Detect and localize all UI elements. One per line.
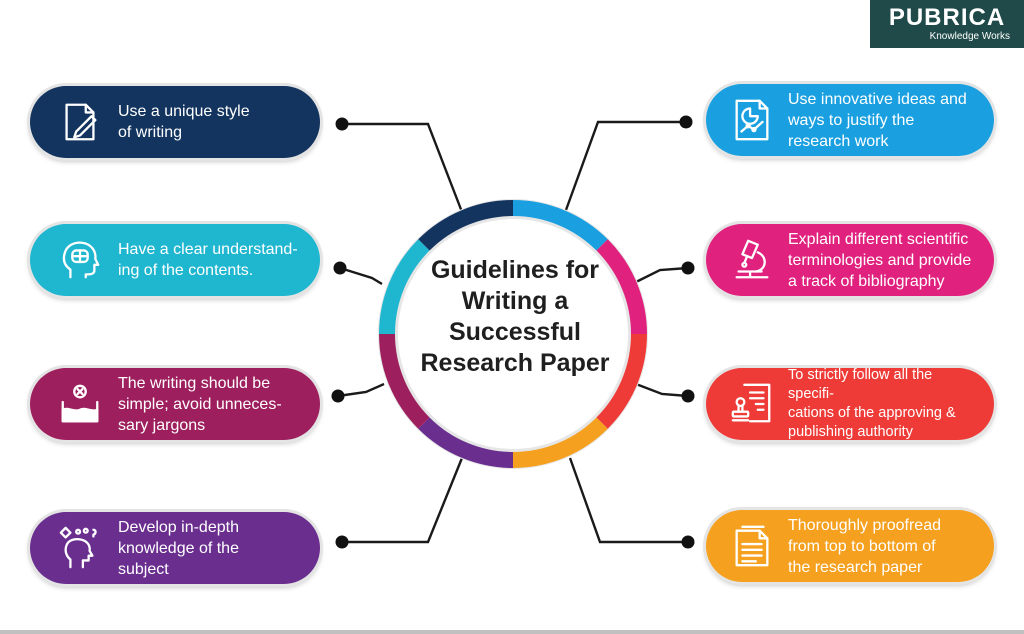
center-ring	[379, 200, 647, 468]
guideline-text-line: terminologies and provide	[788, 251, 972, 269]
connector-dot-6	[681, 261, 695, 275]
guideline-text-line: Thoroughly proofread	[788, 516, 941, 534]
guideline-in-depth-knowledge: Develop in-depth knowledge of the subjec…	[30, 512, 320, 584]
guideline-text-line: The writing should be	[118, 374, 271, 392]
connector-dot-2	[333, 261, 347, 275]
guideline-text-line: the research paper	[788, 558, 923, 576]
brain-head-icon	[52, 232, 108, 288]
knowledge-head-icon	[52, 520, 108, 576]
guideline-text-line: simple; avoid unneces-	[118, 395, 282, 413]
connector-1	[342, 122, 464, 213]
connector-3	[337, 382, 385, 398]
guideline-unique-style: Use a unique style of writing	[30, 86, 320, 158]
guideline-text-line: Have a clear understand-	[118, 241, 298, 258]
logo-tagline: Knowledge Works	[929, 31, 1010, 42]
guideline-clear-understanding: Have a clear understand- ing of the cont…	[30, 224, 320, 296]
connector-dot-4	[335, 535, 349, 549]
connector-dot-1	[335, 117, 349, 131]
guideline-text-line: a track of bibliography	[788, 272, 945, 290]
ring-segment	[379, 333, 430, 429]
connector-7	[635, 382, 689, 398]
writing-pen-icon	[52, 94, 108, 150]
center-title-line: Writing a	[461, 287, 569, 315]
idea-chart-icon	[724, 92, 780, 148]
ring-segment	[596, 333, 647, 429]
stamp-document-icon	[724, 376, 780, 432]
ring-segment	[596, 239, 647, 335]
ring-segment	[379, 239, 430, 335]
guideline-text-line: To strictly follow all the specifi-	[788, 367, 933, 402]
center-title-line: Research Paper	[420, 349, 610, 377]
guideline-proofread: Thoroughly proofread from top to bottom …	[706, 510, 994, 582]
connector-8	[568, 457, 688, 544]
guideline-innovative-ideas: Use innovative ideas and ways to justify…	[706, 84, 994, 156]
guideline-text-line: research work	[788, 132, 889, 150]
center-title-line: Guidelines for	[430, 256, 600, 284]
guideline-text-line: ing of the contents.	[118, 262, 254, 279]
connector-2	[339, 266, 383, 286]
guideline-follow-specifications: To strictly follow all the specifi- cati…	[706, 367, 994, 440]
beaker-cancel-icon	[52, 376, 108, 432]
guideline-text-line: ways to justify the	[788, 111, 915, 129]
connector-dot-5	[679, 115, 693, 129]
connector-4	[342, 457, 464, 544]
ring-segment	[512, 200, 608, 251]
guideline-scientific-terminologies: Explain different scientific terminologi…	[706, 224, 994, 296]
guideline-text-line: Develop in-depth	[118, 518, 239, 536]
guideline-text-line: Use a unique style	[118, 103, 250, 120]
connector-5	[564, 120, 686, 211]
connector-dot-8	[681, 535, 695, 549]
logo-wordmark: PUBRICA	[888, 4, 1006, 31]
guideline-text-line: Use innovative ideas and	[788, 90, 967, 108]
pubrica-logo: PUBRICA Knowledge Works	[870, 0, 1024, 48]
microscope-icon	[724, 232, 780, 288]
guideline-simple-writing: The writing should be simple; avoid unne…	[30, 368, 320, 440]
ring-segment	[418, 200, 514, 251]
guideline-text-line: Explain different scientific	[788, 230, 969, 248]
connector-6	[635, 266, 689, 284]
center-title-line: Successful	[448, 318, 581, 346]
guideline-text-line: publishing authority	[788, 424, 913, 440]
proofread-document-icon	[724, 518, 780, 574]
bottom-divider	[0, 630, 1024, 634]
guideline-text-line: of writing	[118, 124, 183, 141]
guideline-text-line: subject	[118, 560, 169, 578]
ring-segment	[512, 417, 608, 468]
guideline-text-line: cations of the approving &	[788, 405, 956, 421]
guideline-text-line: sary jargons	[118, 416, 206, 434]
ring-segment	[418, 417, 514, 468]
guideline-text-line: from top to bottom of	[788, 537, 936, 555]
center-title: Guidelines for Writing a Successful Rese…	[410, 255, 620, 379]
guideline-text-line: knowledge of the	[118, 539, 239, 557]
connector-dot-7	[681, 389, 695, 403]
center-disc	[398, 219, 628, 449]
connector-dot-3	[331, 389, 345, 403]
